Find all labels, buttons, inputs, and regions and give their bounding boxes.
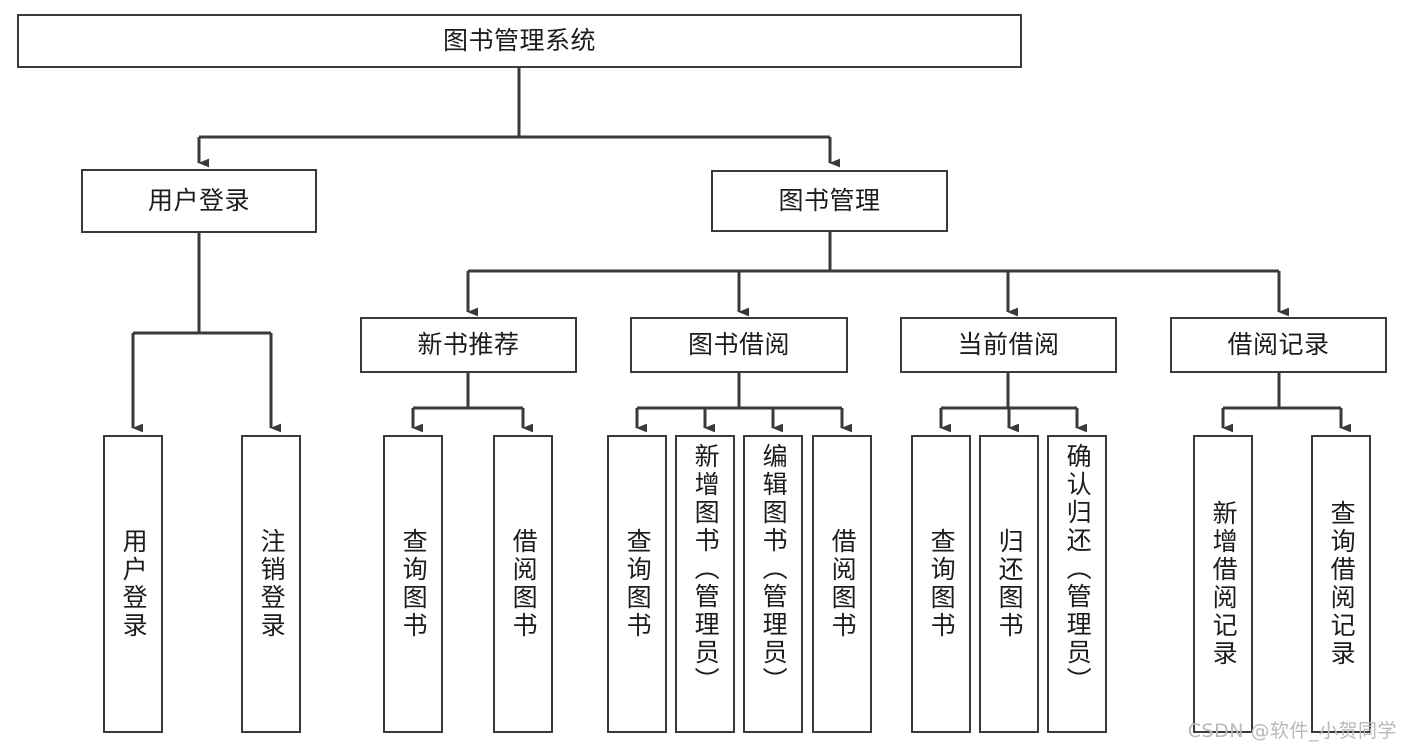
node-leaf-confirm-return[interactable]: 确认归还（管理员） [1047, 435, 1107, 733]
node-leaf-add-record[interactable]: 新增借阅记录 [1193, 435, 1253, 733]
node-new-book-recommend[interactable]: 新书推荐 [360, 317, 577, 373]
node-book-management[interactable]: 图书管理 [711, 170, 948, 232]
node-label: 确认归还（管理员） [1063, 443, 1093, 695]
node-leaf-query-record[interactable]: 查询借阅记录 [1311, 435, 1371, 733]
node-label: 新书推荐 [417, 329, 520, 359]
node-root-system[interactable]: 图书管理系统 [17, 14, 1022, 68]
node-current-borrow[interactable]: 当前借阅 [900, 317, 1117, 373]
node-label: 图书管理 [778, 185, 881, 215]
node-book-borrow[interactable]: 图书借阅 [630, 317, 848, 373]
node-label: 注销登录 [257, 528, 287, 640]
node-label: 查询图书 [927, 528, 957, 640]
node-label: 图书管理系统 [442, 25, 596, 55]
node-label: 编辑图书（管理员） [759, 443, 789, 695]
node-label: 当前借阅 [957, 329, 1060, 359]
node-label: 用户登录 [119, 528, 149, 640]
node-borrow-record[interactable]: 借阅记录 [1170, 317, 1387, 373]
node-leaf-user-logout[interactable]: 注销登录 [241, 435, 301, 733]
node-leaf-borrow-book-1[interactable]: 借阅图书 [493, 435, 553, 733]
node-label: 借阅图书 [828, 528, 858, 640]
node-label: 查询图书 [399, 528, 429, 640]
node-label: 新增图书（管理员） [691, 443, 721, 695]
node-leaf-user-login[interactable]: 用户登录 [103, 435, 163, 733]
csdn-watermark: CSDN @软件_小贺同学 [1187, 720, 1397, 742]
node-label: 借阅图书 [509, 528, 539, 640]
node-leaf-return-book[interactable]: 归还图书 [979, 435, 1039, 733]
node-label: 新增借阅记录 [1209, 500, 1239, 668]
node-user-login[interactable]: 用户登录 [81, 169, 317, 233]
node-label: 查询借阅记录 [1327, 500, 1357, 668]
node-leaf-borrow-book-2[interactable]: 借阅图书 [812, 435, 872, 733]
node-leaf-query-book-1[interactable]: 查询图书 [383, 435, 443, 733]
node-label: 借阅记录 [1227, 329, 1330, 359]
node-leaf-query-book-3[interactable]: 查询图书 [911, 435, 971, 733]
node-label: 查询图书 [623, 528, 653, 640]
node-leaf-add-book[interactable]: 新增图书（管理员） [675, 435, 735, 733]
node-label: 图书借阅 [687, 329, 790, 359]
node-label: 用户登录 [147, 185, 250, 215]
node-leaf-edit-book[interactable]: 编辑图书（管理员） [743, 435, 803, 733]
node-label: 归还图书 [995, 528, 1025, 640]
node-leaf-query-book-2[interactable]: 查询图书 [607, 435, 667, 733]
